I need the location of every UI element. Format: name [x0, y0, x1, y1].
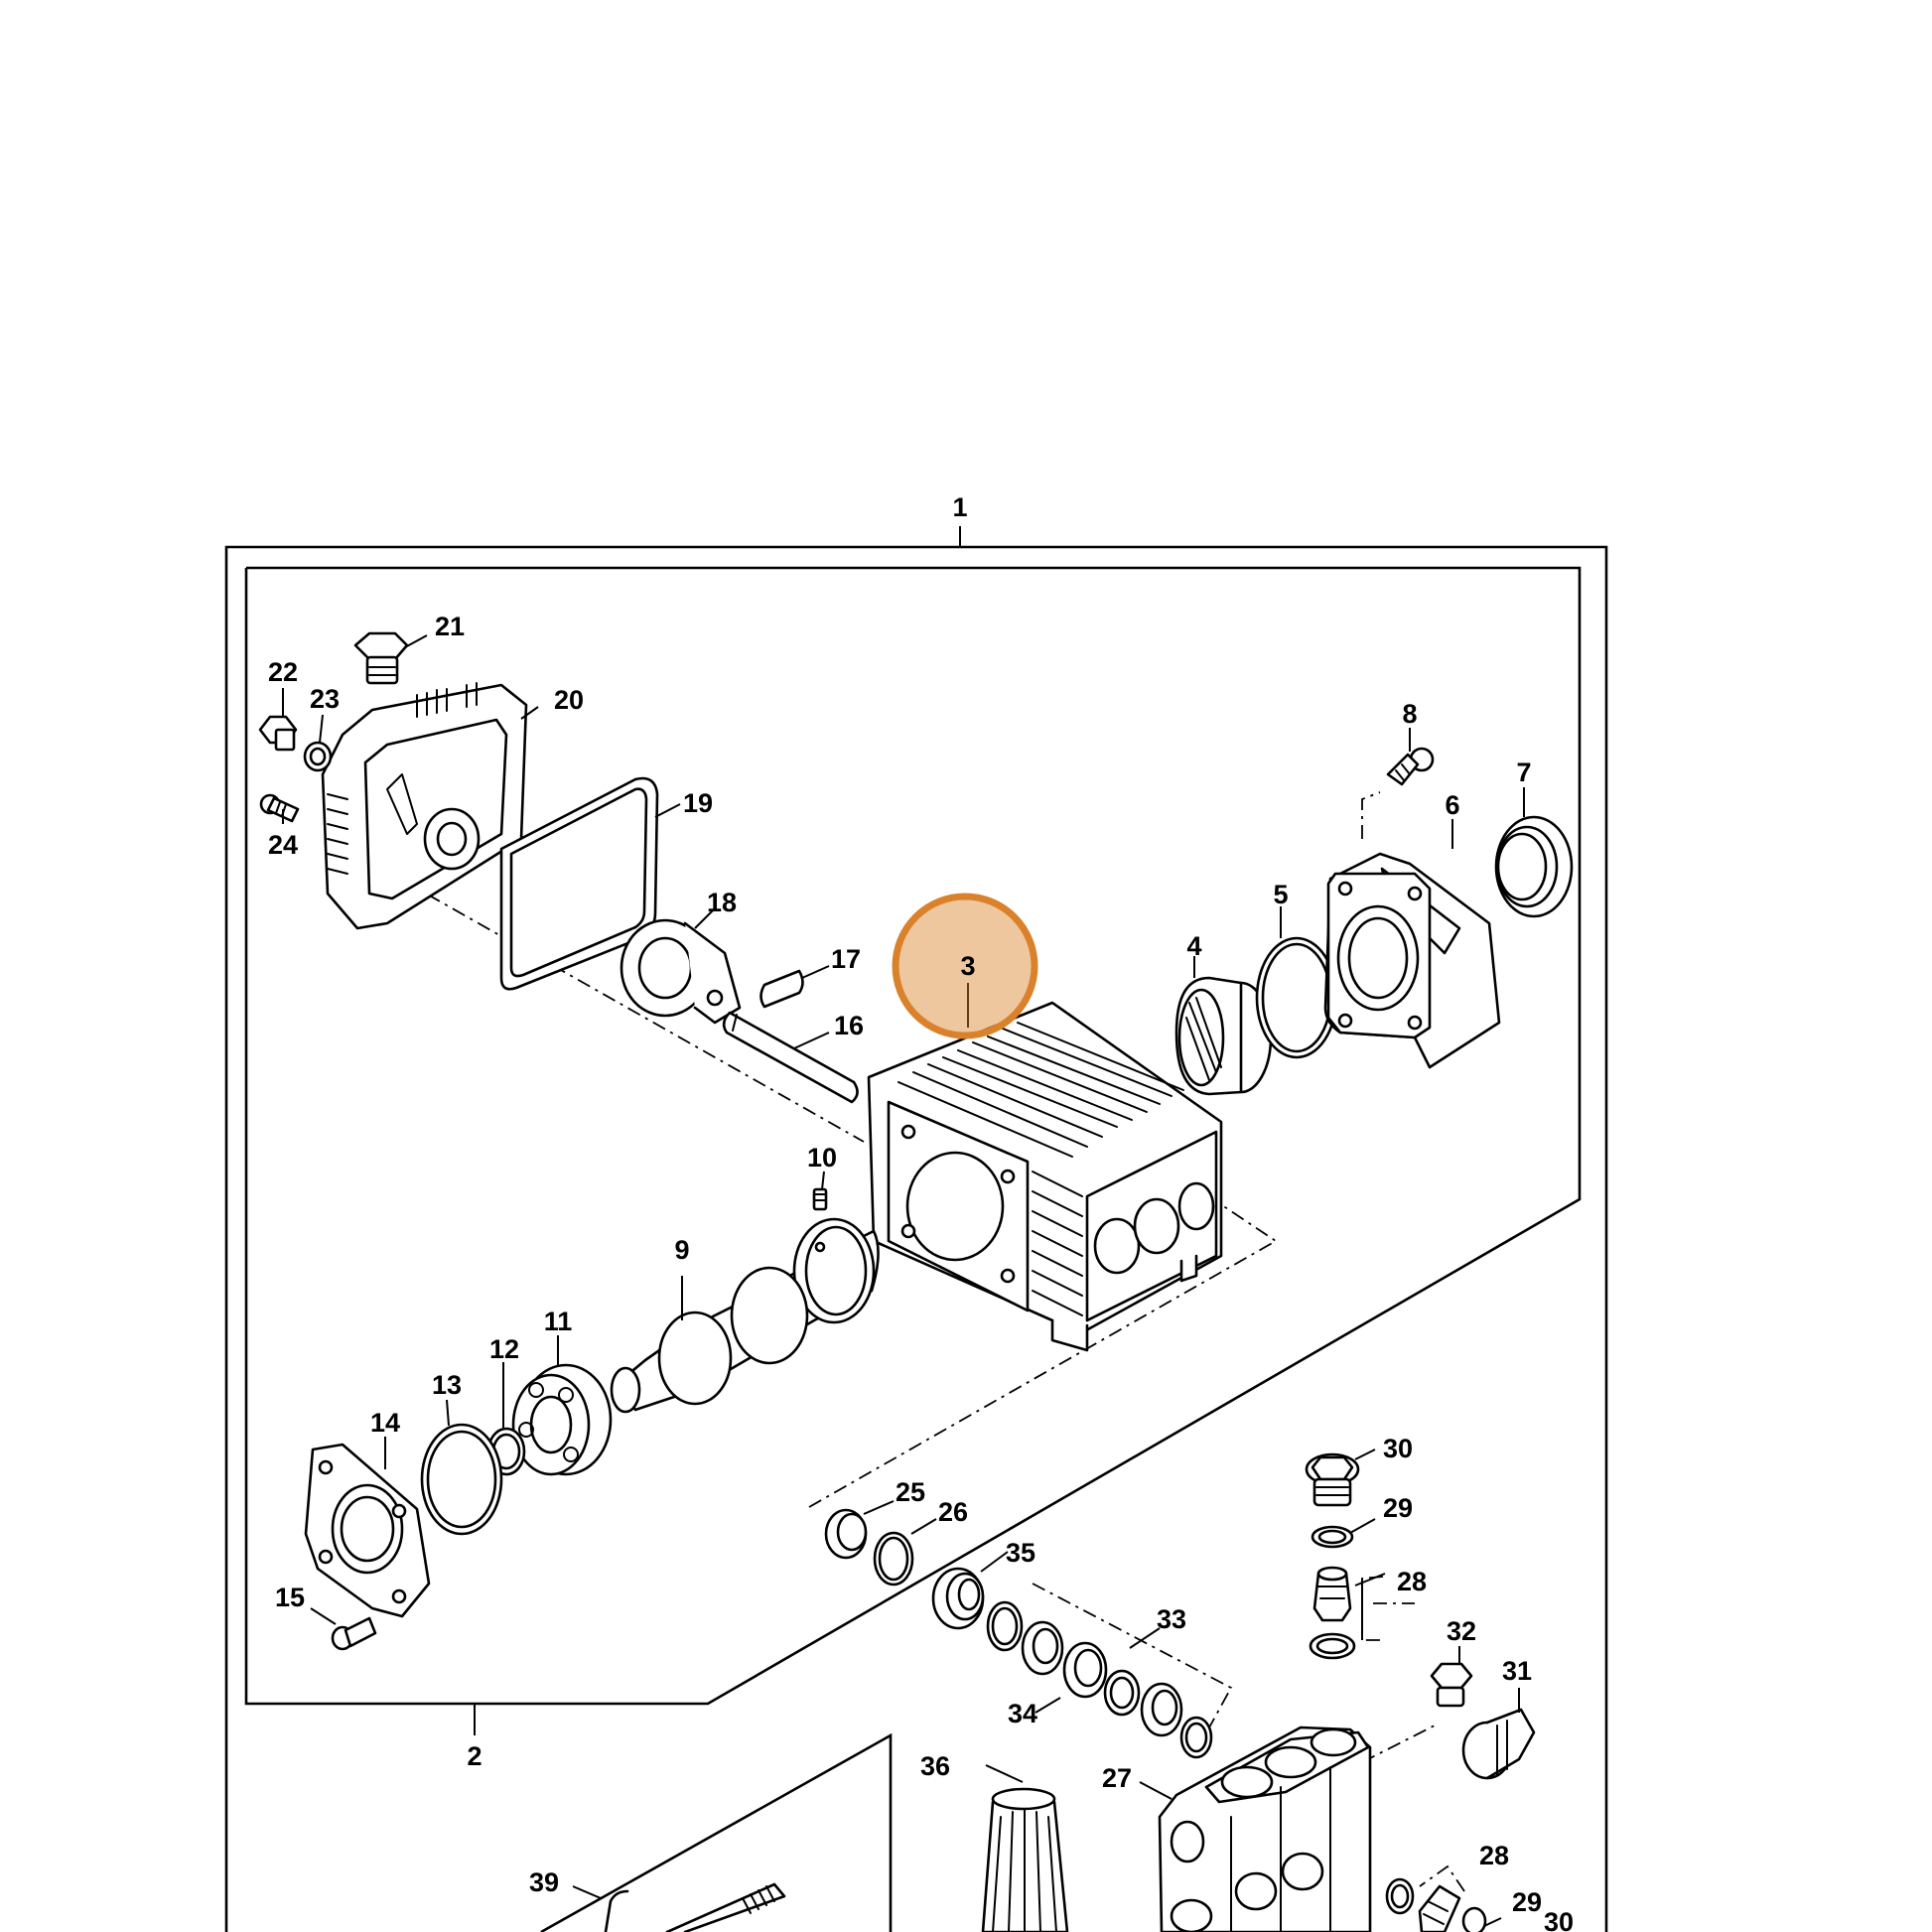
- part-35-seal: [931, 1567, 985, 1630]
- part-21-plug: [353, 631, 409, 685]
- part-29-washer-upper: [1311, 1525, 1354, 1549]
- callout-3[interactable]: 3: [960, 951, 975, 981]
- callout-35[interactable]: 35: [1006, 1538, 1035, 1568]
- callout-30-upper[interactable]: 30: [1383, 1434, 1413, 1463]
- callout-10[interactable]: 10: [807, 1143, 837, 1173]
- callout-36[interactable]: 36: [920, 1751, 950, 1781]
- part-26-o-ring: [873, 1531, 914, 1587]
- part-28-valve-upper: [1309, 1566, 1356, 1660]
- part-3-crankcase: [867, 1001, 1223, 1352]
- part-11-ball-bearing: [511, 1363, 613, 1476]
- part-17-pin: [759, 969, 804, 1009]
- callout-26[interactable]: 26: [938, 1497, 968, 1527]
- callout-5[interactable]: 5: [1273, 880, 1288, 909]
- part-4-needle-bearing: [1174, 976, 1273, 1096]
- part-23-washer: [303, 741, 333, 772]
- part-33-seal-kit: [986, 1600, 1213, 1759]
- callout-33[interactable]: 33: [1157, 1604, 1186, 1634]
- lower-section-frame: [540, 1732, 893, 1932]
- callout-20[interactable]: 20: [554, 685, 584, 715]
- part-27-manifold: [1158, 1725, 1372, 1932]
- part-5-o-ring: [1255, 936, 1338, 1059]
- part-20-cover: [321, 682, 528, 930]
- part-16-plunger: [722, 1011, 859, 1104]
- inner-frame: [244, 566, 1582, 1735]
- callout-28-lower[interactable]: 28: [1479, 1841, 1509, 1870]
- part-13-o-ring: [420, 1423, 503, 1536]
- part-7-seal-ring: [1494, 815, 1574, 918]
- part-24-screw: [259, 793, 300, 823]
- part-22-screw-plug: [258, 715, 298, 752]
- part-29-washer-lower: [1461, 1906, 1487, 1932]
- callout-31[interactable]: 31: [1502, 1656, 1532, 1686]
- callout-39[interactable]: 39: [529, 1867, 559, 1897]
- callout-12[interactable]: 12: [489, 1334, 519, 1364]
- callout-13[interactable]: 13: [432, 1370, 462, 1400]
- assembly-guide-lines: [351, 791, 1465, 1892]
- callout-6[interactable]: 6: [1445, 790, 1459, 820]
- callout-labels: 1 2 3 4 5 6 7 8 9 10 11 12 13 14 15 16 1…: [268, 492, 1574, 1932]
- callout-4[interactable]: 4: [1186, 931, 1201, 961]
- callout-19[interactable]: 19: [683, 788, 713, 818]
- part-19-gasket: [499, 776, 659, 991]
- highlight-part-3[interactable]: [892, 893, 1038, 1039]
- callout-25[interactable]: 25: [896, 1477, 925, 1507]
- part-30-plug-upper: [1305, 1452, 1360, 1507]
- callout-1[interactable]: 1: [952, 492, 967, 522]
- part-32-plug: [1430, 1662, 1473, 1708]
- callout-27[interactable]: 27: [1102, 1763, 1132, 1793]
- callout-16[interactable]: 16: [834, 1011, 864, 1040]
- callout-9[interactable]: 9: [674, 1235, 689, 1265]
- callout-8[interactable]: 8: [1402, 699, 1417, 729]
- callout-18[interactable]: 18: [707, 888, 737, 917]
- callout-11[interactable]: 11: [544, 1307, 573, 1336]
- part-14-flange: [304, 1443, 431, 1618]
- callout-29-upper[interactable]: 29: [1383, 1493, 1413, 1523]
- callout-32[interactable]: 32: [1447, 1616, 1476, 1646]
- callout-30-lower[interactable]: 30: [1544, 1907, 1574, 1932]
- callout-17[interactable]: 17: [831, 944, 861, 974]
- part-6-bearing-housing: [1323, 852, 1501, 1069]
- callout-29-lower[interactable]: 29: [1512, 1887, 1542, 1917]
- callout-34[interactable]: 34: [1008, 1699, 1037, 1728]
- callout-28-upper[interactable]: 28: [1397, 1567, 1427, 1596]
- callout-2[interactable]: 2: [467, 1741, 482, 1771]
- part-28-valve-lower: [1385, 1877, 1461, 1932]
- callout-23[interactable]: 23: [310, 684, 340, 714]
- part-9-crankshaft: [610, 1217, 880, 1414]
- callout-24[interactable]: 24: [268, 830, 298, 860]
- part-31-valve-plug: [1461, 1708, 1536, 1780]
- part-25-seal: [824, 1508, 868, 1560]
- callout-15[interactable]: 15: [275, 1583, 305, 1612]
- part-8-screw: [1386, 747, 1435, 786]
- outer-frame: [224, 526, 1608, 1932]
- part-36-unloader-cap: [981, 1787, 1069, 1932]
- callout-14[interactable]: 14: [370, 1408, 400, 1438]
- part-39-pipe: [604, 1882, 786, 1932]
- part-18-connecting-rod: [620, 918, 742, 1025]
- leader-lines: [282, 634, 1525, 1927]
- part-10-grub-screw: [812, 1187, 828, 1211]
- part-15-screw: [331, 1616, 377, 1651]
- callout-21[interactable]: 21: [435, 612, 465, 641]
- callout-22[interactable]: 22: [268, 657, 298, 687]
- highlight-circle[interactable]: [892, 893, 1038, 1039]
- callout-7[interactable]: 7: [1516, 758, 1531, 787]
